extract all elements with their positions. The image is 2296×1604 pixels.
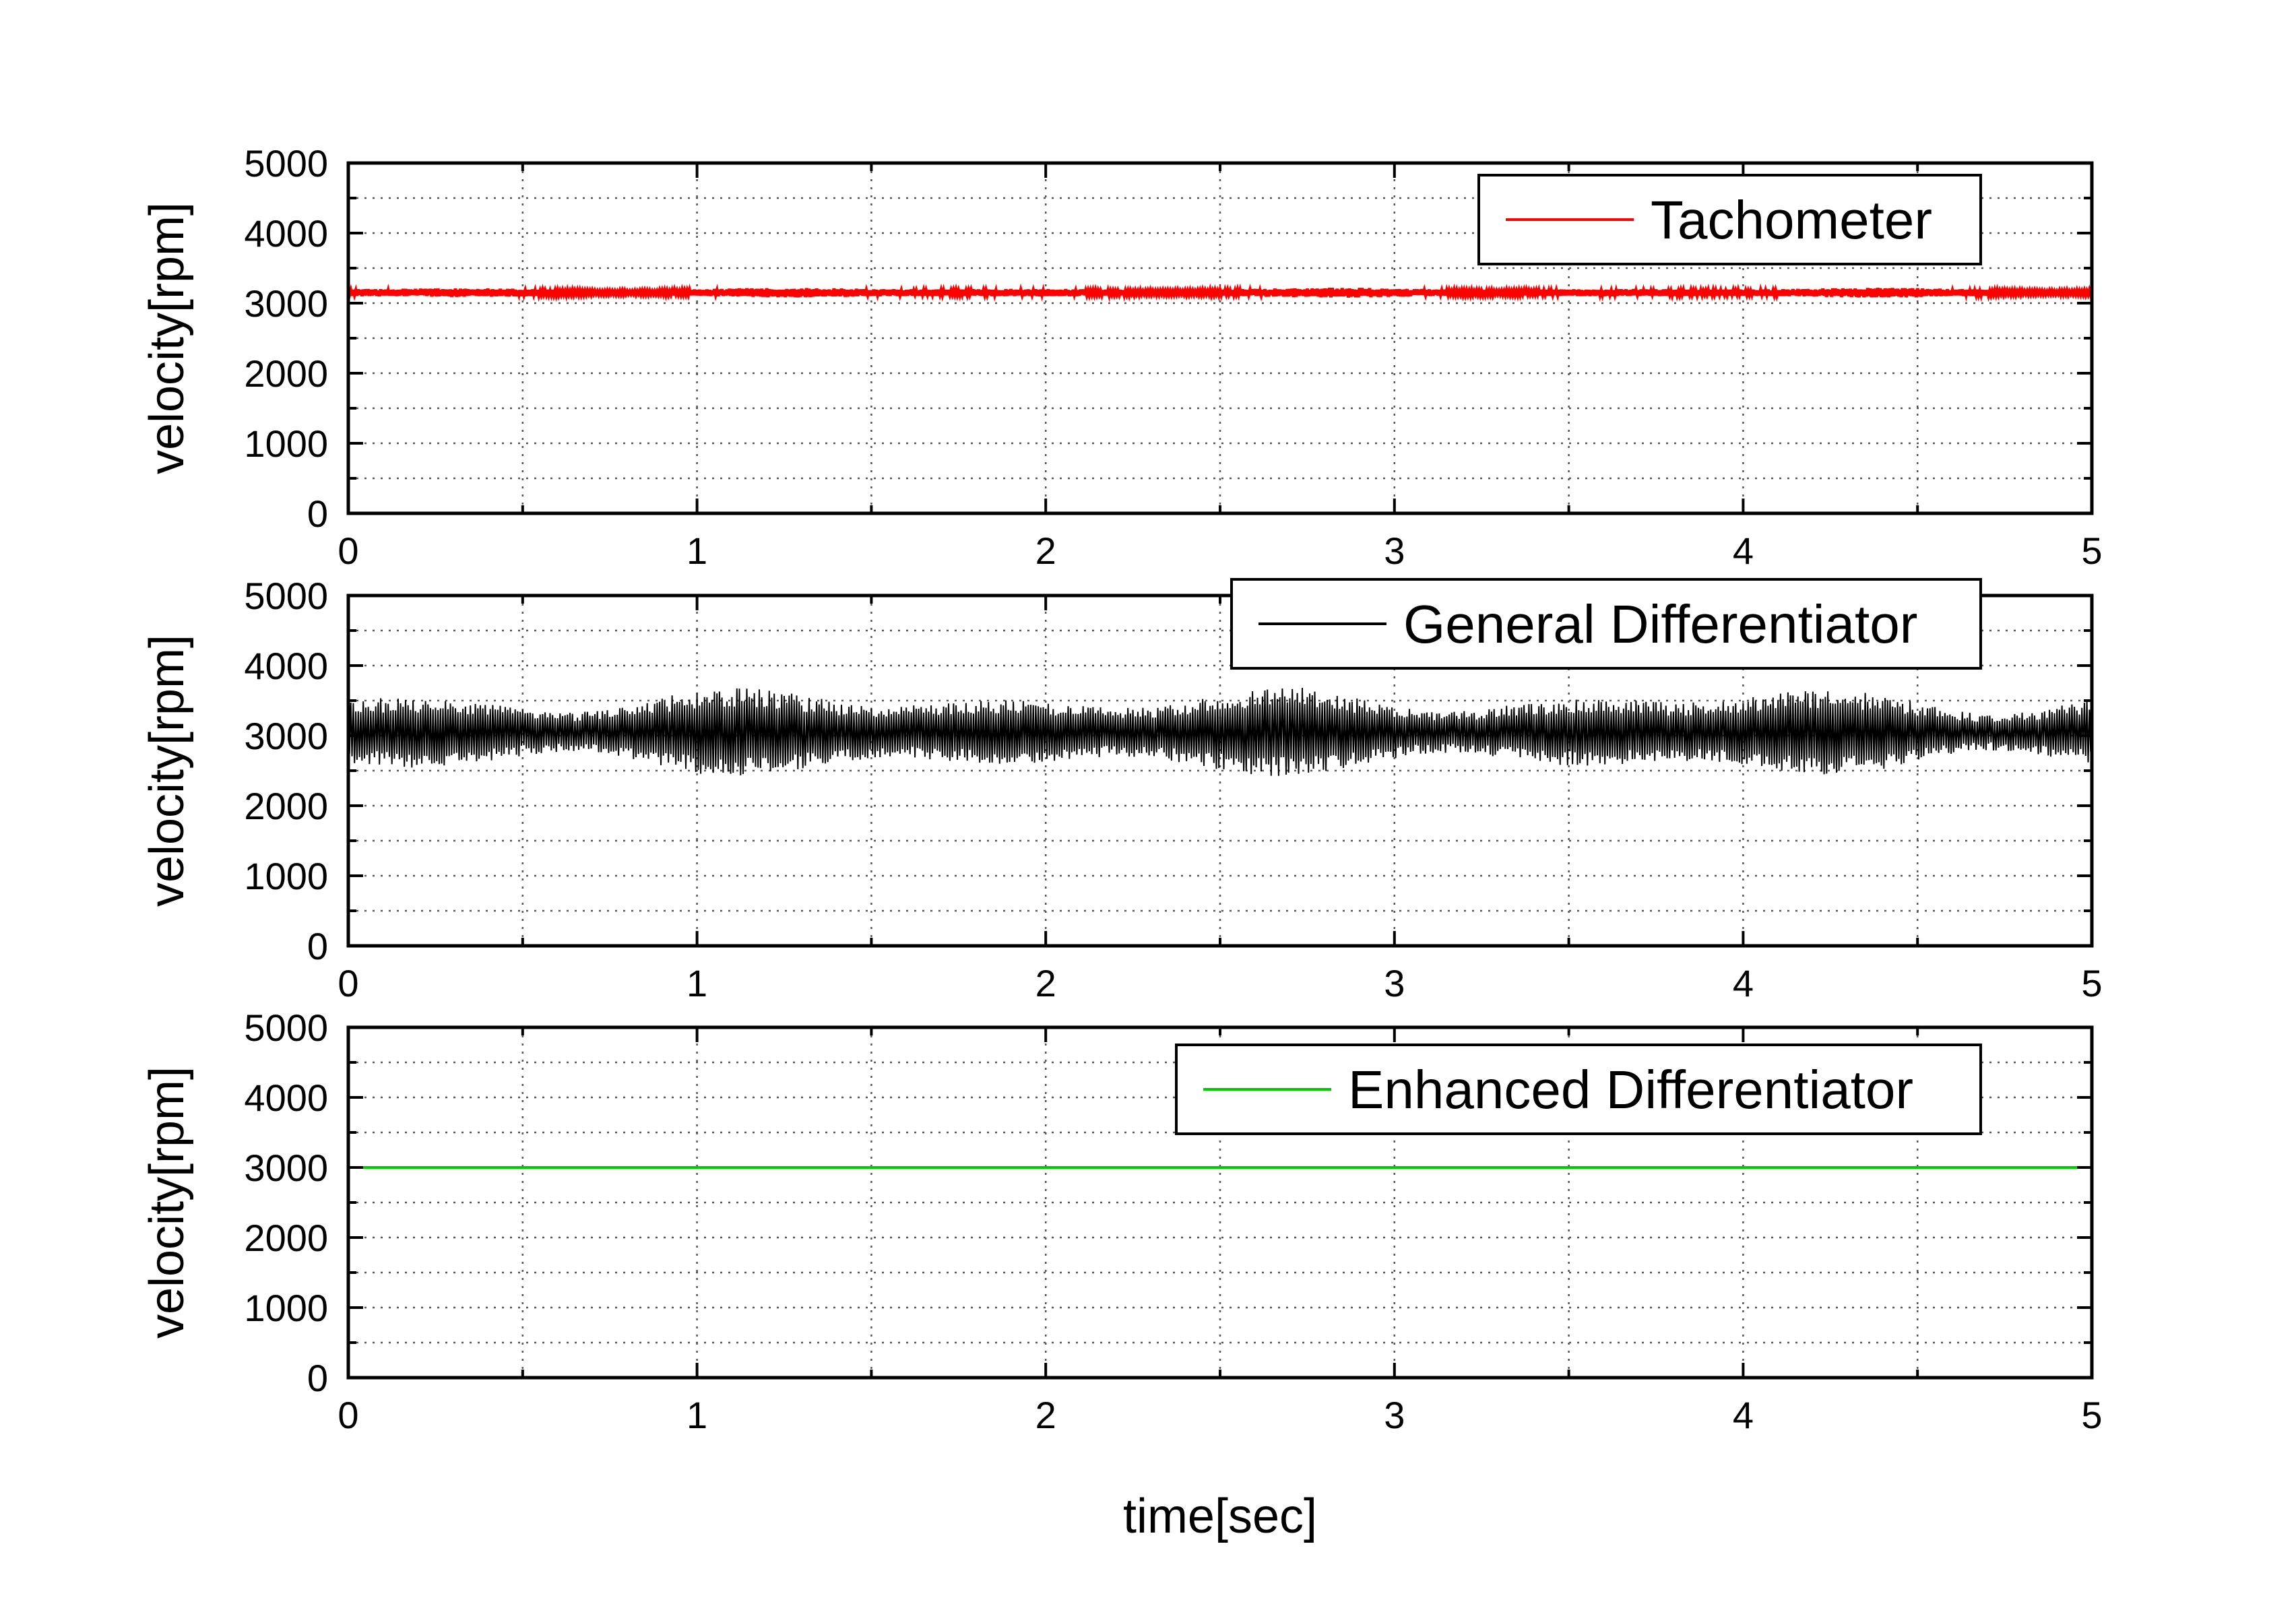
y-tick-label: 3000	[244, 282, 328, 325]
legend: Tachometer	[1477, 174, 1982, 265]
y-axis-label: velocity[rpm]	[140, 1066, 194, 1339]
panel-2: 0 1 2 3 4 5 0 1000 2000 3000 4000 5000 velocity[rpm]…	[140, 575, 2103, 1004]
x-tick-label: 5	[2081, 962, 2102, 1004]
series-line-1	[346, 283, 2094, 302]
x-tick-label: 2	[1035, 1394, 1056, 1436]
y-tick-label: 4000	[244, 212, 328, 255]
y-tick-label: 4000	[244, 645, 328, 687]
x-tick-label: 5	[2081, 1394, 2102, 1436]
y-tick-label: 1000	[244, 422, 328, 465]
x-tick-label: 1	[687, 530, 707, 572]
legend-label: Enhanced Differentiator	[1348, 1060, 1913, 1120]
y-tick-label: 0	[307, 1357, 328, 1399]
panel-3: 0 1 2 3 4 5 0 1000 2000 3000 4000 5000 velocity[rpm]…	[140, 1006, 2103, 1543]
x-tick-label: 4	[1733, 530, 1754, 572]
y-tick-label: 0	[307, 925, 328, 967]
series-line-1	[348, 687, 2093, 776]
x-tick-label: 0	[338, 530, 358, 572]
y-tick-label: 1000	[244, 1287, 328, 1329]
ticks	[347, 162, 2093, 515]
x-tick-label: 3	[1384, 962, 1405, 1004]
x-tick-label: 3	[1384, 1394, 1405, 1436]
y-tick-label: 2000	[244, 352, 328, 395]
legend-label: Tachometer	[1651, 190, 1932, 250]
y-tick-label: 0	[307, 492, 328, 535]
x-tick-label: 3	[1384, 530, 1405, 572]
x-tick-label: 0	[338, 962, 358, 1004]
legend: General Differentiator	[1230, 578, 1982, 670]
x-tick-label: 1	[687, 962, 707, 1004]
x-tick-label: 1	[687, 1394, 707, 1436]
y-tick-label: 1000	[244, 855, 328, 897]
x-tick-label: 0	[338, 1394, 358, 1436]
x-tick-label: 5	[2081, 530, 2102, 572]
y-tick-label: 5000	[244, 1006, 328, 1049]
legend: Enhanced Differentiator	[1175, 1044, 1982, 1135]
legend-label: General Differentiator	[1403, 594, 1917, 654]
x-tick-label: 2	[1035, 962, 1056, 1004]
y-tick-label: 5000	[244, 142, 328, 185]
x-axis-label: time[sec]	[1123, 1489, 1317, 1543]
y-tick-label: 4000	[244, 1077, 328, 1119]
x-tick-label: 4	[1733, 962, 1754, 1004]
y-tick-label: 3000	[244, 1147, 328, 1189]
x-tick-label: 2	[1035, 530, 1056, 572]
x-tick-label: 4	[1733, 1394, 1754, 1436]
y-tick-label: 2000	[244, 785, 328, 827]
panel-1: 0 1 2 3 4 5 0 1000 2000 3000 4000 5000 velocity[rpm]…	[140, 142, 2103, 572]
ticks	[347, 1026, 2093, 1379]
y-tick-label: 5000	[244, 575, 328, 617]
y-axis-label: velocity[rpm]	[140, 635, 194, 907]
y-tick-label: 3000	[244, 715, 328, 757]
y-tick-label: 2000	[244, 1217, 328, 1259]
y-axis-label: velocity[rpm]	[140, 202, 194, 474]
